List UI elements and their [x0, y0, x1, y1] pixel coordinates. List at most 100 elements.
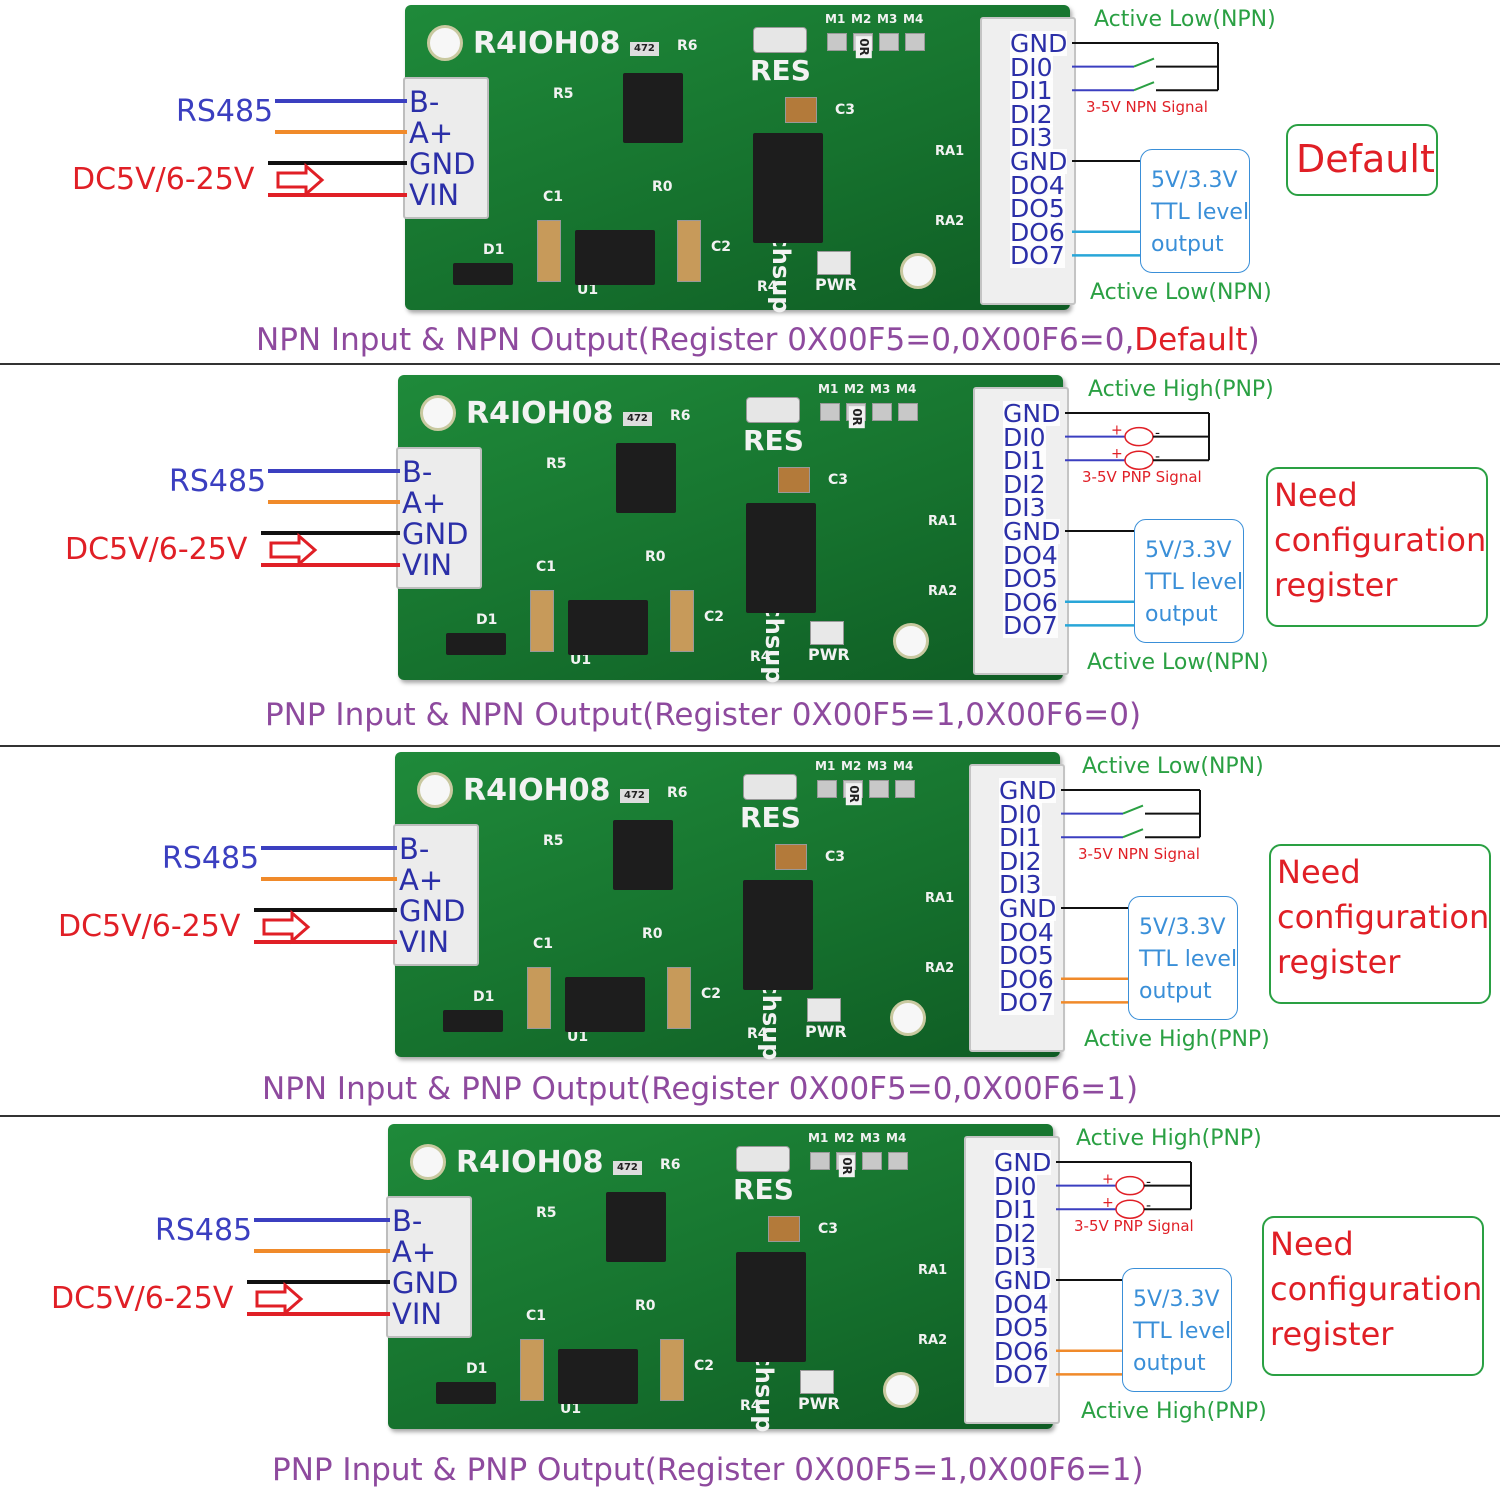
- output-mode-label: Active High(PNP): [1081, 1399, 1267, 1424]
- config-note-line: configuration: [1270, 1270, 1483, 1308]
- right-pin-do5: DO5: [1010, 194, 1065, 224]
- silkscreen-c2: C2: [711, 239, 732, 255]
- dip-switch-pad: [827, 33, 847, 51]
- pcb-board: R4IOH08RESeletechsupM1M2M3M4R6R5R0R4C1C2…: [398, 375, 1063, 683]
- right-pin-gnd: GND: [994, 1266, 1052, 1295]
- right-pin-di0: DI0: [994, 1171, 1037, 1201]
- panel-caption: NPN Input & NPN Output(Register 0X00F5=0…: [256, 325, 1260, 356]
- dip-switch-label: M1: [808, 1131, 829, 1145]
- rs485-power-connector: [386, 1196, 472, 1338]
- silkscreen-r0: R0: [652, 179, 673, 195]
- ceramic-cap: [785, 97, 817, 123]
- electrolytic-cap: [520, 1339, 544, 1401]
- left-pin-a: A+: [399, 863, 444, 897]
- input-mode-label: Active High(PNP): [1076, 1126, 1262, 1151]
- dip-switch-pad: [879, 33, 899, 51]
- right-pin-di3: DI3: [1003, 493, 1046, 523]
- left-pin-a: A+: [402, 486, 447, 520]
- dip-switch-pad: [905, 33, 925, 51]
- panel-separator: [0, 363, 1500, 365]
- ceramic-cap: [775, 844, 807, 870]
- right-pin-do6: DO6: [994, 1336, 1049, 1366]
- silkscreen-r0: R0: [645, 549, 666, 565]
- default-badge: Default: [1296, 137, 1435, 181]
- silkscreen-c3: C3: [828, 472, 849, 488]
- rs485-label: RS485: [169, 464, 267, 499]
- power-led: [800, 1370, 834, 1394]
- rs485-label: RS485: [155, 1213, 253, 1248]
- silkscreen-r6: R6: [670, 408, 691, 424]
- resistor-code: 472: [613, 1161, 642, 1175]
- silkscreen-r0: R0: [635, 1298, 656, 1314]
- silkscreen-ra1: RA1: [935, 144, 965, 159]
- silkscreen-c1: C1: [533, 936, 554, 952]
- silkscreen-pwr: PWR: [805, 1022, 847, 1041]
- voltage-regulator: [565, 977, 645, 1032]
- silkscreen-d1: D1: [473, 989, 495, 1005]
- diode-d1: [443, 1010, 503, 1032]
- ttl-box-text: output: [1151, 232, 1224, 257]
- right-pin-do6: DO6: [999, 964, 1054, 994]
- ceramic-cap: [778, 467, 810, 493]
- silkscreen-u1: U1: [570, 652, 592, 668]
- silkscreen-r6: R6: [677, 38, 698, 54]
- npn-switch-icon: [1133, 81, 1155, 92]
- config-note-line: register: [1277, 943, 1401, 981]
- voltage-regulator: [568, 600, 648, 655]
- dip-switch-pad: [888, 1152, 908, 1170]
- panel-separator: [0, 745, 1500, 747]
- silkscreen-d1: D1: [483, 242, 505, 258]
- right-pin-gnd: GND: [1003, 399, 1061, 428]
- config-note-line: configuration: [1277, 898, 1490, 936]
- left-pin-vin: VIN: [392, 1297, 443, 1331]
- npn-switch-icon: [1133, 57, 1155, 68]
- left-pin-vin: VIN: [402, 548, 453, 582]
- mounting-hole: [893, 623, 929, 659]
- silkscreen-r5: R5: [536, 1205, 557, 1221]
- panel-caption: PNP Input & PNP Output(Register 0X00F5=1…: [272, 1455, 1144, 1486]
- right-pin-do5: DO5: [1003, 564, 1058, 594]
- caption-main: NPN Input & PNP Output(Register 0X00F5=0…: [262, 1071, 1139, 1107]
- power-arrow-icon: [276, 162, 325, 198]
- power-supply-label: DC5V/6-25V: [65, 532, 248, 567]
- silkscreen-c1: C1: [536, 559, 557, 575]
- res-label: RES: [743, 424, 804, 457]
- caption-main: NPN Input & NPN Output(Register 0X00F5=0…: [256, 322, 1135, 358]
- rs485-power-connector: [393, 824, 479, 966]
- board-model-label: R4IOH08: [466, 396, 614, 431]
- right-pin-do4: DO4: [1010, 170, 1065, 200]
- dip-switch-pad: [810, 1152, 830, 1170]
- input-mode-label: Active Low(NPN): [1082, 754, 1264, 779]
- right-pin-di3: DI3: [1010, 123, 1053, 153]
- left-pin-b: B-: [409, 85, 440, 119]
- power-supply-label: DC5V/6-25V: [58, 909, 241, 944]
- signal-label: 3-5V PNP Signal: [1074, 1217, 1194, 1235]
- silkscreen-c2: C2: [694, 1358, 715, 1374]
- config-note-line: Need: [1274, 476, 1358, 514]
- right-pin-do5: DO5: [999, 941, 1054, 971]
- diode-d1: [436, 1382, 496, 1404]
- right-pin-do7: DO7: [999, 988, 1054, 1018]
- right-pin-di0: DI0: [1003, 422, 1046, 452]
- plus-sign: +: [1102, 1172, 1114, 1188]
- voltage-regulator: [558, 1349, 638, 1404]
- dip-switch-label: M3: [870, 382, 891, 396]
- electrolytic-cap: [670, 590, 694, 652]
- electrolytic-cap: [530, 590, 554, 652]
- minus-sign: -: [1155, 426, 1160, 442]
- electrolytic-cap: [527, 967, 551, 1029]
- pnp-source-icon: [1115, 1175, 1145, 1196]
- left-pin-gnd: GND: [402, 517, 469, 551]
- silkscreen-c3: C3: [825, 849, 846, 865]
- silkscreen-u1: U1: [567, 1029, 589, 1045]
- plus-sign: +: [1111, 423, 1123, 439]
- rs485-label: RS485: [176, 94, 274, 129]
- left-pin-b: B-: [399, 832, 430, 866]
- reset-pads: [753, 27, 807, 53]
- ttl-box-text: TTL level: [1133, 1319, 1232, 1344]
- panel-caption: NPN Input & PNP Output(Register 0X00F5=0…: [262, 1074, 1138, 1105]
